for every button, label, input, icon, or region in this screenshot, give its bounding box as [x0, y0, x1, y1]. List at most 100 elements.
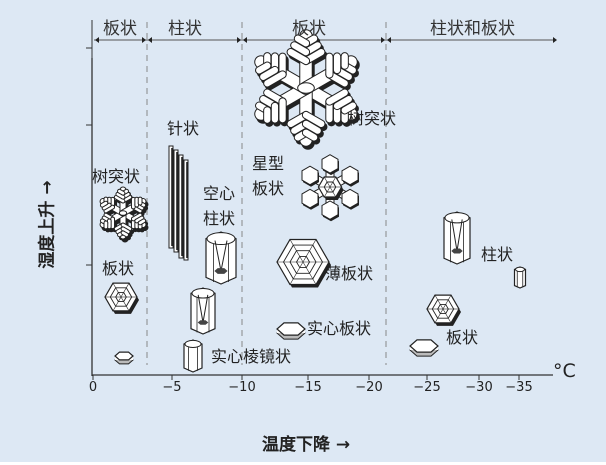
needle-icon	[178, 154, 184, 259]
x-axis-unit: °C	[553, 360, 576, 382]
label-needles: 针状	[167, 119, 200, 138]
dendrite-small-icon-branch	[100, 201, 108, 207]
dendrite-large-icon-branch	[294, 35, 310, 47]
hex-plate-left-icon-ridge	[120, 282, 130, 298]
dendrite-large-icon-branch	[260, 66, 279, 80]
label-plate-left: 板状	[102, 259, 135, 278]
star-plate-tip	[301, 165, 319, 186]
dendrite-small-icon-branch	[131, 213, 142, 221]
arrowhead-icon	[142, 37, 146, 43]
dendrite-small-icon-branch	[104, 205, 115, 213]
x-axis-title: 温度下降 →	[262, 435, 351, 455]
star-plate-center-icon-ridge	[323, 186, 331, 198]
star-plate-tip	[301, 188, 319, 209]
x-tick-label: −5	[162, 380, 182, 395]
label-hollow-column-1: 空心	[203, 184, 236, 203]
dendrite-small-icon-branch	[121, 227, 130, 234]
hex-plate-left-icon-ridge	[112, 296, 122, 312]
column-right-icon-top	[444, 212, 470, 224]
arrowhead-icon	[381, 37, 385, 43]
solid-column-icon-top	[191, 288, 215, 299]
label-solid-plate: 实心板状	[307, 319, 372, 338]
label-dendrite-large: 树突状	[348, 109, 397, 128]
needle-icon	[173, 149, 179, 253]
dendrite-large-icon-branch	[333, 96, 352, 110]
arrowhead-icon	[553, 37, 557, 43]
thin-plate-icon-ridge	[289, 261, 304, 285]
hollow-column-icon-top	[206, 232, 236, 246]
dendrite-large-icon-branch	[341, 102, 356, 114]
x-tick-label: −10	[228, 380, 256, 395]
star-plate-tip	[341, 188, 359, 209]
arrowhead-icon	[237, 37, 241, 43]
star-plate-center-icon-ridge	[329, 176, 337, 188]
dendrite-small-icon-branch	[135, 216, 144, 223]
label-hollow-column-2: 柱状	[203, 209, 236, 228]
band-label-column: 柱状	[168, 19, 202, 39]
star-plate-tip	[321, 154, 339, 174]
band-label-plate-1: 板状	[103, 19, 137, 39]
band-label-column-and-plate: 柱状和板状	[430, 19, 515, 39]
hex-plate-left-icon-ridge	[112, 282, 122, 298]
dendrite-small-icon-branch	[121, 223, 132, 231]
arrowhead-icon	[243, 37, 247, 43]
star-plate-center-icon-ridge	[329, 186, 337, 198]
dendrite-small-icon-branch	[121, 231, 128, 237]
dendrite-small-icon-branch	[102, 203, 111, 210]
x-tick-label: −35	[505, 380, 533, 395]
dendrite-large-icon-branch	[264, 71, 286, 87]
hex-plate-right-icon-ridge	[434, 308, 444, 324]
star-plate-center-icon-ridge	[323, 176, 331, 188]
dendrite-large-icon-branch	[291, 42, 310, 56]
dendrite-large-icon-branch	[302, 111, 325, 127]
hex-plate-right-icon-ridge	[442, 308, 452, 324]
band-label-plate-2: 板状	[292, 19, 326, 39]
dendrite-large-icon-center	[297, 82, 315, 94]
label-star-plate-2: 板状	[252, 179, 285, 198]
column-right-icon-cavity-bottom	[451, 248, 463, 254]
dendrite-small-icon-branch	[138, 219, 146, 225]
label-star-plate-1: 星型	[252, 154, 285, 173]
small-column-icon-top	[515, 266, 525, 273]
x-tick-label: −30	[465, 380, 493, 395]
thin-plate-icon-ridge	[289, 239, 304, 263]
label-column-right: 柱状	[481, 245, 514, 264]
thin-plate-icon-ridge	[302, 261, 317, 285]
hex-plate-right-icon-ridge	[442, 294, 452, 310]
dendrite-large-icon-branch	[256, 62, 271, 74]
x-tick-label: −15	[294, 380, 322, 395]
dendrite-large-icon-branch	[287, 48, 310, 65]
needle-icon	[168, 145, 174, 249]
dendrite-large-icon-branch	[326, 89, 348, 105]
dendrite-small-icon-branch	[114, 195, 125, 203]
dendrite-small-icon-branch	[116, 192, 125, 199]
hex-plate-left-icon-ridge	[120, 296, 130, 312]
y-axis-title: 湿度上升 →	[37, 180, 58, 269]
solid-column-icon-cavity-bottom	[197, 320, 209, 325]
solid-plate-right-icon	[409, 339, 439, 353]
x-tick-label: 0	[88, 380, 98, 395]
x-tick-label: −20	[355, 380, 383, 395]
hex-plate-right-icon-ridge	[434, 294, 444, 310]
star-plate-tip	[341, 165, 359, 186]
dendrite-large-icon-branch	[302, 120, 321, 134]
solid-plate-icon	[276, 322, 306, 336]
label-thin-plate: 薄板状	[325, 264, 374, 283]
thin-plate-icon-ridge	[302, 239, 317, 263]
small-solid-plate-icon	[114, 351, 134, 361]
label-dendrite-left: 树突状	[92, 167, 141, 186]
label-solid-prism: 实心棱镜状	[211, 347, 292, 366]
hollow-column-icon-cavity-bottom	[214, 268, 228, 274]
needle-icon	[183, 159, 189, 261]
arrowhead-icon	[148, 37, 152, 43]
solid-prism-icon-top	[184, 339, 202, 349]
arrowhead-icon	[387, 37, 391, 43]
star-plate-tip	[321, 200, 339, 220]
dendrite-small-icon-branch	[118, 189, 125, 195]
arrowhead-icon	[95, 37, 99, 43]
dendrite-small-icon-center	[118, 210, 128, 216]
label-plate-right: 板状	[446, 328, 479, 347]
x-tick-label: −25	[413, 380, 441, 395]
